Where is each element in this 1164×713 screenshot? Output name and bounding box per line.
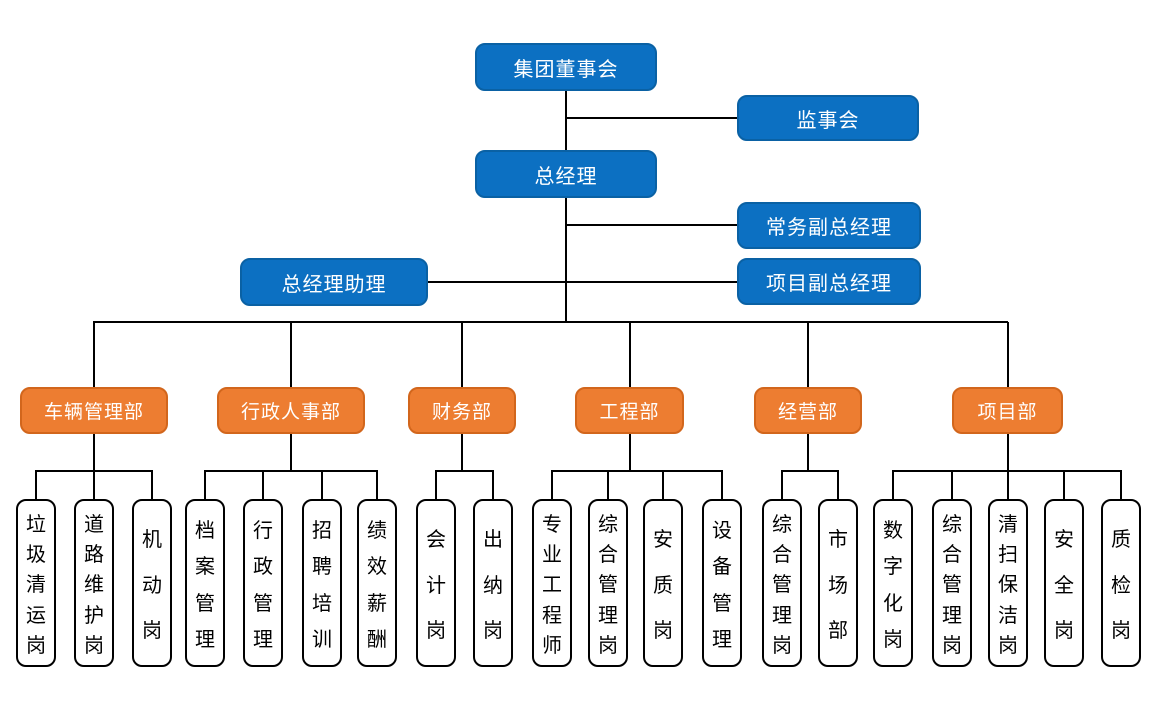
post-label: 道路维护岗 <box>84 514 104 657</box>
post-label: 质检岗 <box>1111 529 1131 642</box>
dept-vehicle-management: 车辆管理部 <box>20 387 168 434</box>
connector-line <box>290 434 292 470</box>
connector-line <box>781 470 783 499</box>
post-digitalization: 数字化岗 <box>873 499 913 667</box>
node-project-deputy-gm: 项目副总经理 <box>737 258 921 305</box>
post-label: 招聘培训 <box>312 520 332 651</box>
connector-line <box>436 470 493 472</box>
node-supervisory-board: 监事会 <box>737 95 919 141</box>
post-label: 市场部 <box>828 529 848 642</box>
post-quality-inspection: 质检岗 <box>1101 499 1141 667</box>
dept-engineering: 工程部 <box>575 387 684 434</box>
connector-line <box>552 470 722 472</box>
post-label: 会计岗 <box>426 529 446 642</box>
connector-line <box>151 470 153 499</box>
post-label: 专业工程师 <box>542 514 562 657</box>
connector-line <box>290 322 292 387</box>
connector-line <box>607 470 609 499</box>
post-general-management-proj: 综合管理岗 <box>932 499 972 667</box>
post-label: 出纳岗 <box>483 529 503 642</box>
post-label: 安质岗 <box>653 529 673 642</box>
post-accounting: 会计岗 <box>416 499 456 667</box>
dept-finance: 财务部 <box>408 387 516 434</box>
connector-line <box>93 470 95 499</box>
post-garbage-removal: 垃圾清运岗 <box>16 499 56 667</box>
connector-line <box>1007 434 1009 470</box>
connector-line <box>204 470 206 499</box>
connector-line <box>35 470 37 499</box>
post-label: 绩效薪酬 <box>367 520 387 651</box>
connector-line <box>565 117 737 119</box>
post-label: 设备管理 <box>712 520 732 651</box>
connector-line <box>565 91 567 150</box>
connector-line <box>565 224 737 226</box>
connector-line <box>93 434 95 470</box>
connector-line <box>435 470 437 499</box>
connector-line <box>629 322 631 387</box>
connector-line <box>461 322 463 387</box>
post-label: 数字化岗 <box>883 520 903 651</box>
post-recruit-training: 招聘培训 <box>302 499 342 667</box>
post-label: 综合管理岗 <box>598 514 618 657</box>
connector-line <box>782 470 838 472</box>
connector-line <box>1063 470 1065 499</box>
dept-project: 项目部 <box>952 387 1063 434</box>
node-general-manager: 总经理 <box>475 150 657 198</box>
post-label: 安全岗 <box>1054 529 1074 642</box>
post-equipment-management: 设备管理 <box>702 499 742 667</box>
post-cleaning: 清扫保洁岗 <box>988 499 1028 667</box>
connector-line <box>951 470 953 499</box>
connector-line <box>93 321 1008 323</box>
post-admin: 行政管理 <box>243 499 283 667</box>
connector-line <box>1007 322 1009 387</box>
connector-line <box>428 281 737 283</box>
connector-line <box>461 434 463 470</box>
node-executive-deputy-gm: 常务副总经理 <box>737 202 921 249</box>
connector-line <box>662 470 664 499</box>
connector-line <box>721 470 723 499</box>
post-general-management-eng: 综合管理岗 <box>588 499 628 667</box>
connector-line <box>892 470 894 499</box>
post-safety: 安全岗 <box>1044 499 1084 667</box>
connector-line <box>564 198 567 322</box>
connector-line <box>837 470 839 499</box>
dept-operations: 经营部 <box>754 387 862 434</box>
post-label: 垃圾清运岗 <box>26 514 46 657</box>
connector-line <box>1007 470 1009 499</box>
connector-line <box>205 470 377 472</box>
connector-line <box>262 470 264 499</box>
node-board: 集团董事会 <box>475 43 657 91</box>
post-cashier: 出纳岗 <box>473 499 513 667</box>
connector-line <box>629 434 631 470</box>
post-general-management-ops: 综合管理岗 <box>762 499 802 667</box>
node-gm-assistant: 总经理助理 <box>240 258 428 306</box>
post-label: 行政管理 <box>253 520 273 651</box>
connector-line <box>551 470 553 499</box>
connector-line <box>807 434 809 470</box>
post-safety-quality: 安质岗 <box>643 499 683 667</box>
post-label: 清扫保洁岗 <box>998 514 1018 657</box>
post-label: 档案管理 <box>195 520 215 651</box>
connector-line <box>376 470 378 499</box>
connector-line <box>807 322 809 387</box>
post-market: 市场部 <box>818 499 858 667</box>
post-archives: 档案管理 <box>185 499 225 667</box>
connector-line <box>492 470 494 499</box>
post-label: 综合管理岗 <box>772 514 792 657</box>
post-performance-pay: 绩效薪酬 <box>357 499 397 667</box>
post-mobile: 机动岗 <box>132 499 172 667</box>
connector-line <box>1120 470 1122 499</box>
connector-line <box>321 470 323 499</box>
post-road-maintenance: 道路维护岗 <box>74 499 114 667</box>
post-professional-engineer: 专业工程师 <box>532 499 572 667</box>
post-label: 机动岗 <box>142 529 162 642</box>
post-label: 综合管理岗 <box>942 514 962 657</box>
dept-admin-hr: 行政人事部 <box>217 387 365 434</box>
connector-line <box>93 322 95 387</box>
